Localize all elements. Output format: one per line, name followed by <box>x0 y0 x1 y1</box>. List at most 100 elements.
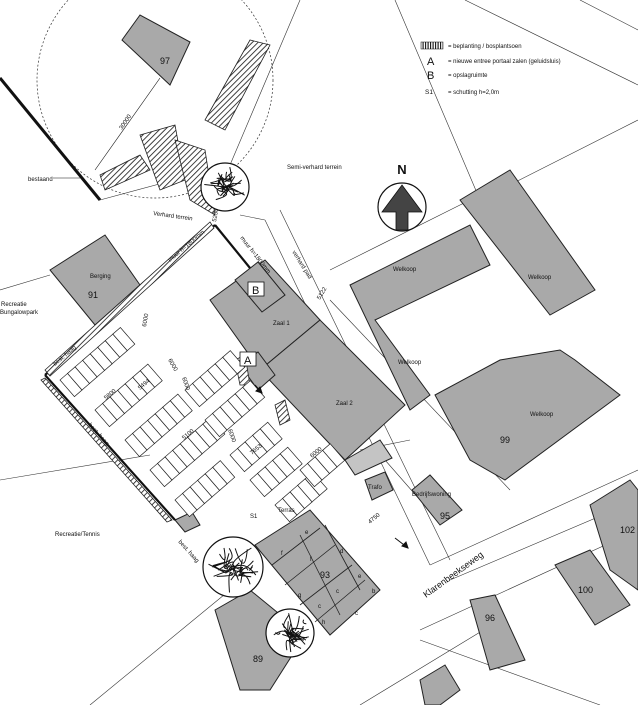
room-b-box <box>247 281 265 297</box>
parking-stall <box>139 363 163 388</box>
tree-icon <box>202 536 264 598</box>
label-best-haag-3: best. haag <box>177 539 200 564</box>
legend-a-text: = nieuwe entree portaal zalen (geluidslu… <box>448 59 561 65</box>
label-bedrijfswoning: Bedrijfswoning <box>412 492 451 498</box>
legend-hatch-text: = beplanting / bosplantsoen <box>448 44 522 50</box>
house-number-91: 91 <box>88 290 98 300</box>
legend-a-letter: A <box>427 56 435 68</box>
room-letter-e2: e <box>358 574 362 580</box>
room-letter-d: d <box>340 549 343 555</box>
building-bottom <box>419 664 461 705</box>
building-100 <box>554 549 631 626</box>
parking-stall <box>322 443 346 468</box>
parking-grids <box>59 327 346 523</box>
building-102 <box>589 479 638 591</box>
tree-icon <box>265 608 315 658</box>
room-letter-b: B <box>252 285 259 297</box>
buildings <box>49 14 638 705</box>
legend-b-letter: B <box>427 70 434 82</box>
label-welkoop-1: Welkoop <box>393 267 417 273</box>
room-letter-h: h <box>322 620 325 626</box>
legend: = beplanting / bosplantsoen A = nieuwe e… <box>420 41 561 96</box>
parking-stall <box>212 460 236 485</box>
building-zaal2 <box>259 319 406 461</box>
parking-strip <box>59 327 136 398</box>
building-97 <box>121 14 191 86</box>
building-welkoop-west <box>349 224 491 411</box>
house-number-96: 96 <box>485 613 495 623</box>
parking-stall <box>279 446 303 471</box>
legend-s1-text: = schutting h=2,0m <box>448 90 499 96</box>
room-letter-g: g <box>298 593 301 599</box>
building-95 <box>411 474 463 526</box>
building-93 <box>254 509 381 636</box>
recreatie-line-1: Recreatie <box>1 302 27 308</box>
room-letter-c2: c <box>318 604 321 610</box>
label-welkoop-4: Welkoop <box>530 412 554 418</box>
parking-strip <box>124 393 193 458</box>
dim-30000-line <box>94 77 161 171</box>
entrance-arrows <box>254 384 409 549</box>
house-number-102: 102 <box>620 525 635 535</box>
label-zaal1: Zaal 1 <box>273 321 290 327</box>
recreatie-line-2: Bungalowpark <box>0 310 39 316</box>
label-bestaand: bestaand <box>28 177 53 183</box>
label-street: Klarenbeekseweg <box>421 549 485 599</box>
walls <box>40 221 251 523</box>
parking-stall <box>259 421 283 446</box>
parking-strip <box>94 363 163 428</box>
label-trafo: Trafo <box>368 485 382 491</box>
dim-6000a: 6000 <box>142 313 150 328</box>
planting-areas <box>99 39 291 426</box>
building-small-left <box>174 511 201 533</box>
room-letters: B A e f d f g c e b c h c <box>239 281 376 626</box>
parking-strip <box>299 443 346 488</box>
label-recreatie-tennis: Recreatie/Tennis <box>55 532 100 538</box>
building-welkoop-east <box>459 169 596 316</box>
dim-6000c: 6000 <box>180 377 190 392</box>
north-label: N <box>397 162 406 177</box>
parking-strip <box>184 350 246 408</box>
dim-30000: 30000 <box>119 113 134 131</box>
label-s1: S1 <box>250 514 258 520</box>
label-verhard: Verhard terrein <box>153 211 193 222</box>
dim-4750: 4750 <box>367 512 382 526</box>
room-letter-f2: f <box>310 557 312 563</box>
parking-strip <box>249 446 303 498</box>
dim-6000b: 6000 <box>166 358 178 373</box>
dim-5122: 5122 <box>317 286 329 301</box>
room-letter-f1: f <box>281 551 283 557</box>
building-96 <box>469 594 526 671</box>
label-best-haag-1: best. haag <box>52 345 77 368</box>
house-number-93: 93 <box>320 570 330 580</box>
dim-6000d: 6000 <box>226 429 236 444</box>
existing-fence-line <box>0 77 102 201</box>
label-welkoop-3: Welkoop <box>398 360 422 366</box>
room-a-box <box>239 351 257 367</box>
label-recreatie-bungalowpark: Recreatie Bungalowpark <box>0 302 39 316</box>
parking-strip <box>174 460 236 518</box>
legend-hatch-swatch <box>420 41 444 50</box>
house-number-99: 99 <box>500 435 510 445</box>
building-trafo <box>364 471 394 501</box>
parking-stall <box>169 393 193 418</box>
trees <box>200 162 315 658</box>
label-zaal2: Zaal 2 <box>336 401 353 407</box>
parking-strip <box>204 380 266 438</box>
label-semi-verhard: Semi-verhard terrein <box>287 165 342 171</box>
legend-b-text: = opslagruimte <box>448 73 488 79</box>
building-91 <box>49 234 141 326</box>
building-welkoop-south <box>434 349 621 481</box>
house-number-95: 95 <box>440 511 450 521</box>
room-letter-e1: e <box>305 530 309 536</box>
label-berging: Berging <box>90 274 111 280</box>
parking-strip <box>229 421 283 473</box>
label-muur-1: muur h=1800mm <box>167 230 206 264</box>
room-letter-a: A <box>244 355 252 367</box>
dim-5256: 5256 <box>212 208 220 223</box>
room-letter-c3: c <box>355 611 358 617</box>
parking-stall <box>112 327 136 352</box>
north-arrow: N <box>377 162 427 232</box>
house-numbers: 97 91 99 95 93 96 100 102 89 <box>88 56 635 664</box>
